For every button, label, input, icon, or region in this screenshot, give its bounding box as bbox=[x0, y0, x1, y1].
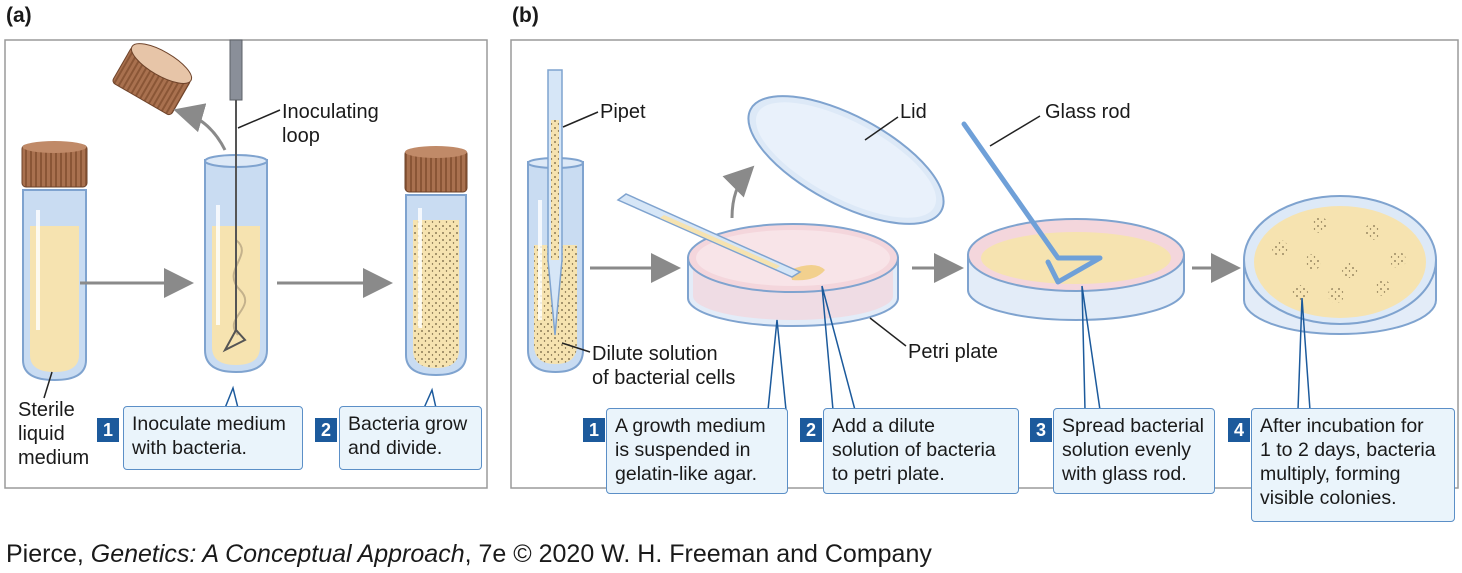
leader-dilute bbox=[561, 342, 591, 353]
step-number: 4 bbox=[1228, 418, 1250, 442]
label-glass-rod: Glass rod bbox=[1045, 101, 1131, 123]
step-number: 3 bbox=[1030, 418, 1052, 442]
label-inoculating-loop: Inoculating loop bbox=[282, 101, 379, 147]
label-pipet: Pipet bbox=[600, 101, 646, 123]
step-number: 2 bbox=[800, 418, 822, 442]
petri-plate-2 bbox=[961, 121, 1185, 321]
petri-lid bbox=[747, 95, 945, 225]
inoculation-tube bbox=[204, 39, 268, 374]
pointer-b3 bbox=[1081, 285, 1101, 411]
label-dilute-solution: Dilute solution of bacterial cells bbox=[592, 343, 736, 389]
pointer-b2 bbox=[821, 285, 856, 411]
cap-arrow bbox=[173, 103, 227, 151]
petri-plate-1 bbox=[616, 193, 899, 327]
step-text: A growth medium is suspended in gelatin-… bbox=[606, 408, 788, 494]
pointer-b4 bbox=[1297, 297, 1311, 411]
leader-glassrod bbox=[989, 115, 1041, 147]
leader-loop bbox=[237, 109, 281, 129]
label-petri-plate: Petri plate bbox=[908, 341, 999, 363]
step-number: 1 bbox=[583, 418, 605, 442]
leader-pipet bbox=[562, 111, 599, 128]
step-text: Spread bacterial solution evenly with gl… bbox=[1053, 408, 1215, 494]
pointer-a2 bbox=[423, 387, 437, 409]
step-text: Add a dilute solution of bacteria to pet… bbox=[823, 408, 1019, 494]
panel-label-a: (a) bbox=[6, 4, 32, 27]
leader-lid bbox=[864, 116, 899, 141]
credit-line: Pierce, Genetics: A Conceptual Approach,… bbox=[6, 540, 932, 568]
step-text: After incubation for 1 to 2 days, bacter… bbox=[1251, 408, 1455, 522]
pointer-b1 bbox=[767, 319, 787, 411]
grown-tube bbox=[404, 146, 468, 377]
lid-arrow bbox=[722, 165, 755, 219]
step-text: Inoculate medium with bacteria. bbox=[123, 406, 303, 470]
sterile-tube bbox=[21, 141, 88, 382]
step-text: Bacteria grow and divide. bbox=[339, 406, 482, 470]
leader-petri bbox=[869, 317, 907, 347]
panel-label-b: (b) bbox=[512, 4, 539, 27]
label-sterile-medium: Sterile liquid medium bbox=[18, 399, 90, 469]
step-number: 2 bbox=[315, 418, 337, 442]
leader-sterile bbox=[43, 371, 53, 399]
bacteria-tube-b bbox=[527, 69, 584, 374]
pointer-a1 bbox=[224, 385, 239, 409]
petri-plate-3 bbox=[1243, 195, 1437, 335]
panel-a-frame bbox=[4, 39, 488, 489]
removed-cap bbox=[112, 43, 193, 116]
label-lid: Lid bbox=[900, 101, 927, 123]
step-number: 1 bbox=[97, 418, 119, 442]
